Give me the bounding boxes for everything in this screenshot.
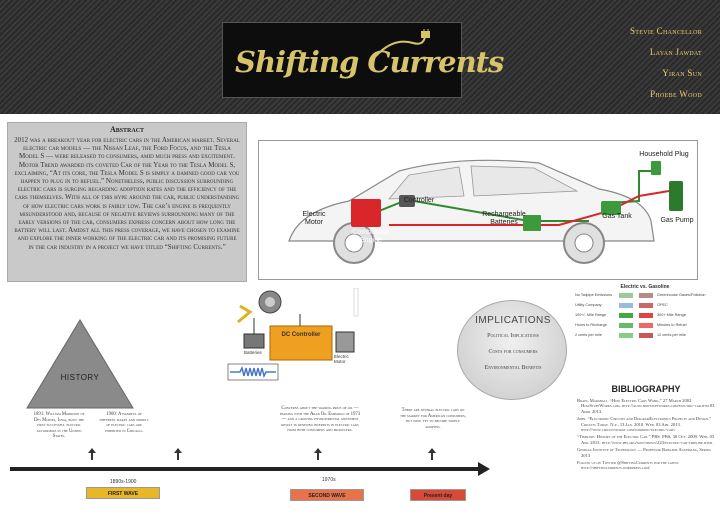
bibliography-entry: “Timeline: History of the Electric Car.”… — [577, 434, 715, 445]
ev-icon — [619, 303, 633, 308]
author-name: Phoebe Wood — [650, 89, 702, 99]
history-event: Concerns about the soaring price of oil … — [279, 406, 361, 434]
electric-motor-label: Electric Motor — [302, 211, 326, 226]
gas-icon — [639, 303, 653, 308]
electric-vs-gasoline-chart: Electric vs. Gasoline No Tailpipe Emissi… — [575, 284, 715, 344]
gas-tank-label: Gas Tank — [602, 213, 632, 220]
ev-item: 100+/- Mile Range — [575, 313, 607, 317]
dc-controller-label: DC Controller — [281, 332, 321, 338]
ev-gas-title: Electric vs. Gasoline — [620, 284, 670, 290]
author-name: Layan Jawdat — [649, 47, 702, 57]
first-wave-badge: FIRST WAVE — [86, 487, 160, 499]
plug-icon — [374, 29, 430, 58]
implication-item: Costs for consumers — [488, 349, 538, 355]
author-name: Stevie Chancellor — [629, 26, 702, 36]
ev-icon — [619, 313, 633, 318]
gas-icon — [639, 313, 653, 318]
bibliography-entry: Brain, Marshall. “How Electric Cars Work… — [577, 398, 715, 414]
ev-icon — [619, 293, 633, 298]
abstract-box: Abstract 2012 was a breakout year for el… — [7, 122, 247, 282]
motor-label: Electric Motor — [334, 354, 349, 364]
gas-item: Minutes to Refuel — [657, 323, 687, 327]
poster-header: Shifting Currents Stevie Chancellor Laya… — [0, 0, 720, 114]
car-diagram: Household Plug Controller Electric Motor… — [258, 140, 698, 280]
ev-item: No Tailpipe Emissions — [575, 293, 613, 297]
gas-icon — [639, 323, 653, 328]
timeline-date: 1890s-1900 — [110, 479, 137, 485]
implication-item: Political Implications — [487, 333, 539, 339]
combustion-engine-label: Combustion Engine — [352, 229, 390, 244]
ev-item: 2 cents per mile — [575, 333, 602, 337]
timeline-arrow — [10, 462, 490, 476]
bibliography-section: BIBLIOGRAPHY Brain, Marshall. “How Elect… — [575, 384, 717, 473]
second-wave-badge: SECOND WAVE — [290, 489, 364, 501]
timeline-date: 1970s — [322, 477, 336, 483]
gas-item: Greenhouse Gases/Pollution — [657, 293, 706, 297]
up-arrow-icon — [314, 448, 322, 460]
batteries-label: Batteries — [244, 350, 262, 355]
implication-item: Environmental Benefits — [484, 365, 542, 371]
implications-heading: IMPLICATIONS — [475, 315, 551, 326]
author-list: Stevie Chancellor Layan Jawdat Yiran Sun… — [630, 26, 702, 110]
controller-label: Controller — [403, 197, 435, 204]
circuit-illustration — [227, 287, 359, 381]
car-outline — [288, 159, 683, 264]
up-arrow-icon — [428, 448, 436, 460]
up-arrow-icon — [88, 448, 96, 460]
hybrid-circuit-diagram: DC Controller Batteries Electric Motor — [210, 287, 360, 400]
ev-icon — [619, 333, 633, 338]
gas-icon — [639, 293, 653, 298]
gas-item: 300+ Mile Range — [657, 313, 686, 317]
abstract-heading: Abstract — [109, 125, 145, 134]
bibliography-entry: Georgia Institute of Technology — Profes… — [577, 447, 711, 458]
household-plug-label: Household Plug — [639, 151, 689, 158]
history-label: HISTORY — [60, 373, 100, 382]
bibliography-entry: Follow us on Twitter @ShiftingCurrents f… — [577, 460, 679, 471]
gas-item: 12 cents per mile — [657, 333, 686, 337]
ev-item: Hours to Recharge — [575, 323, 607, 327]
ev-icon — [619, 323, 633, 328]
implications-circle: IMPLICATIONS Political Implications Cost… — [457, 300, 567, 400]
history-event: There are several electric cars on the m… — [400, 408, 466, 430]
history-event: 1891: William Morrison of Des Moines, Io… — [33, 412, 85, 440]
author-name: Yiran Sun — [662, 68, 702, 78]
rechargeable-batteries-label: Rechargeable Batteries — [482, 211, 526, 226]
bibliography-heading: BIBLIOGRAPHY — [611, 384, 681, 394]
abstract-text: 2012 was a breakout year for electric ca… — [14, 136, 240, 251]
gas-icon — [639, 333, 653, 338]
ev-item: Utility Company — [575, 303, 602, 307]
history-triangle — [26, 319, 134, 409]
logo-banner: Shifting Currents — [222, 22, 504, 98]
gas-pump-label: Gas Pump — [660, 217, 694, 224]
logo-title: Shifting Currents — [235, 45, 504, 79]
up-arrow-icon — [174, 448, 182, 460]
bibliography-entry: John. “Electronic Circuits and DiagramEl… — [577, 416, 712, 433]
present-day-badge: Present day — [410, 489, 466, 501]
history-event: 1900: A handful of different makes and m… — [99, 412, 149, 434]
gas-item: OPEC — [657, 303, 668, 307]
